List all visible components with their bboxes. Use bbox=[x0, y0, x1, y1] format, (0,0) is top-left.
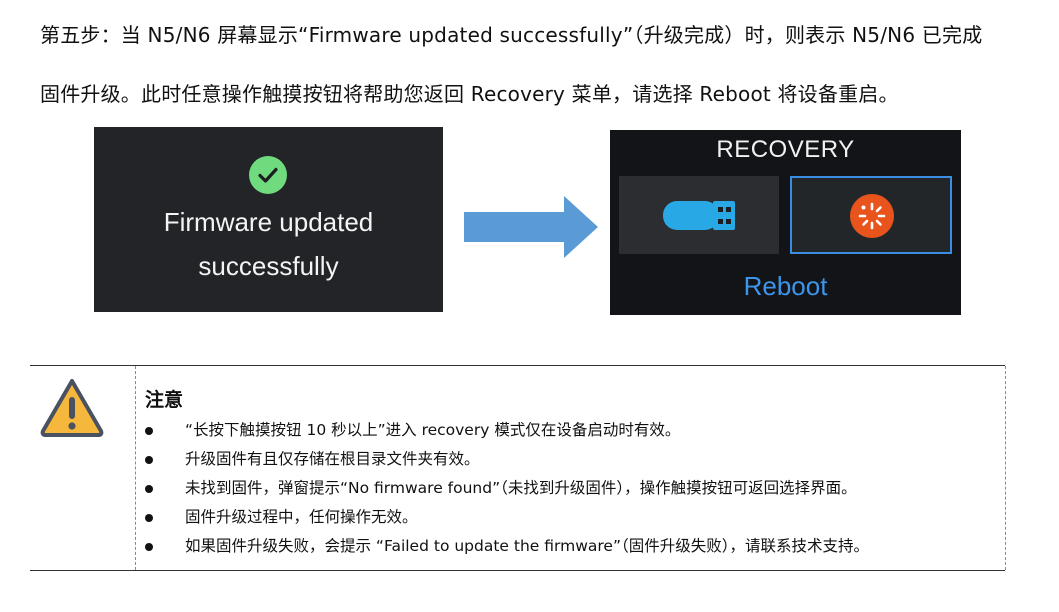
bullet bbox=[145, 456, 153, 464]
list-item-text: 固件升级过程中，任何操作无效。 bbox=[185, 508, 418, 526]
warning-icon bbox=[40, 379, 104, 437]
recovery-screen: RECOVERY Reboot bbox=[610, 130, 961, 315]
list-item-text: 升级固件有且仅存储在根目录文件夹有效。 bbox=[185, 450, 480, 468]
notice-title: 注意 bbox=[145, 389, 184, 411]
bullet bbox=[145, 427, 153, 435]
reboot-option-tile[interactable] bbox=[790, 176, 952, 254]
bullet bbox=[145, 485, 153, 493]
right-arrow-icon bbox=[464, 196, 598, 258]
success-message-line-1: Firmware updated bbox=[163, 207, 374, 237]
bullet bbox=[145, 514, 153, 522]
list-item-text: “长按下触摸按钮 10 秒以上”进入 recovery 模式仅在设备启动时有效。 bbox=[185, 421, 681, 439]
notice-edge bbox=[1005, 366, 1006, 570]
list-item-text: 未找到固件，弹窗提示“No firmware found”（未找到升级固件），操… bbox=[185, 479, 857, 497]
success-message-line-2: successfully bbox=[198, 251, 339, 281]
instruction-line-2: 固件升级。此时任意操作触摸按钮将帮助您返回 Recovery 菜单，请选择 Re… bbox=[40, 82, 899, 106]
list-item-text: 如果固件升级失败，会提示 “Failed to update the firmw… bbox=[185, 537, 869, 555]
success-screen: Firmware updated successfully bbox=[94, 127, 443, 312]
recovery-title: RECOVERY bbox=[716, 136, 855, 163]
notice-box: 注意 “长按下触摸按钮 10 秒以上”进入 recovery 模式仅在设备启动时… bbox=[30, 365, 1006, 571]
instruction-line-1: 第五步：当 N5/N6 屏幕显示“Firmware updated succes… bbox=[40, 23, 983, 47]
notice-divider bbox=[135, 366, 136, 570]
check-circle-icon bbox=[249, 156, 287, 194]
reboot-icon bbox=[850, 194, 894, 238]
bullet bbox=[145, 543, 153, 551]
selected-option-label: Reboot bbox=[743, 271, 828, 301]
usb-option-tile[interactable] bbox=[619, 176, 779, 254]
usb-drive-icon bbox=[663, 201, 735, 230]
